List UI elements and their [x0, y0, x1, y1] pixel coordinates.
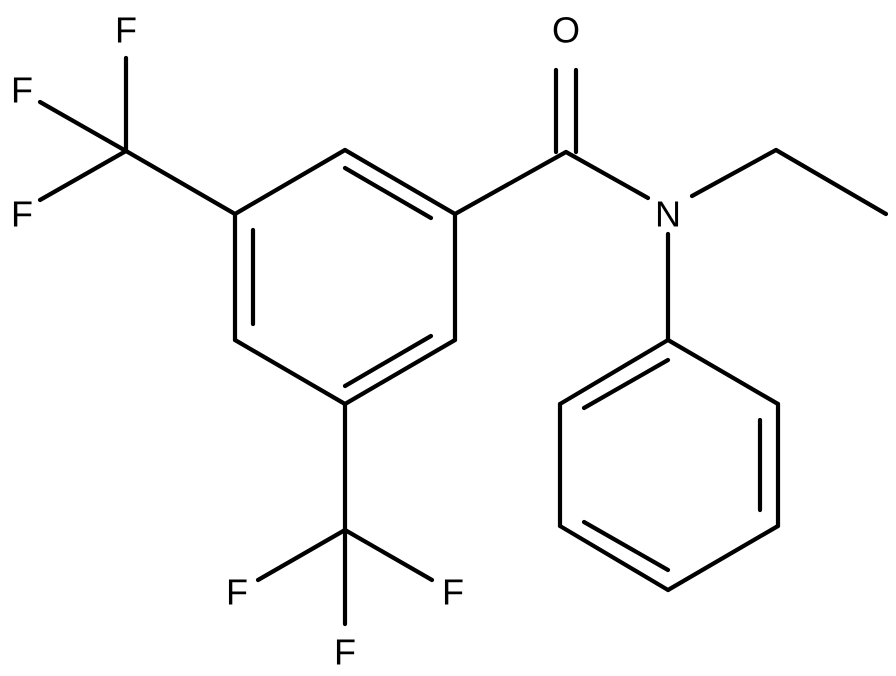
n-ethyl-bond [689, 147, 779, 199]
ring1-bond-2 [232, 147, 348, 217]
ring2-bond-6 [557, 337, 671, 407]
ethyl-ch3-bond [773, 147, 889, 217]
fluorine-label-mid-left: F [11, 194, 33, 235]
atom-labels: O N F F F F F F [11, 10, 681, 673]
fluorine-label-top-left: F [11, 70, 33, 111]
fluorine-label-top: F [115, 10, 137, 51]
ring1-bond-4 [232, 337, 348, 407]
cf3-bottom-f1-bond [255, 527, 348, 583]
ring1-inner-1 [342, 165, 434, 221]
ring1-bond-1 [342, 147, 458, 217]
cf3-top-bond [123, 148, 238, 217]
ring2-bond-4 [557, 523, 671, 593]
fluorine-label-bottom-right: F [442, 572, 464, 613]
fluorine-label-bottom: F [334, 632, 356, 673]
oxygen-label: O [552, 10, 580, 51]
ring2-inner-3 [581, 357, 671, 411]
cf3-top-f2-bond [37, 99, 129, 154]
bonds [37, 55, 889, 627]
nitrogen-label: N [655, 194, 681, 235]
carbonyl-n-bond [563, 149, 651, 201]
fluorine-label-bottom-left: F [226, 572, 248, 613]
ring2-bond-1 [665, 337, 781, 407]
cf3-bottom-f2-bond [342, 527, 435, 583]
ring2-bond-3 [665, 523, 781, 593]
ring1-inner-3 [342, 333, 434, 389]
carbonyl-ring-bond [452, 149, 569, 217]
ring2-inner-2 [581, 519, 671, 573]
cf3-top-f3-bond [37, 148, 129, 203]
ring1-bond-5 [342, 337, 458, 407]
